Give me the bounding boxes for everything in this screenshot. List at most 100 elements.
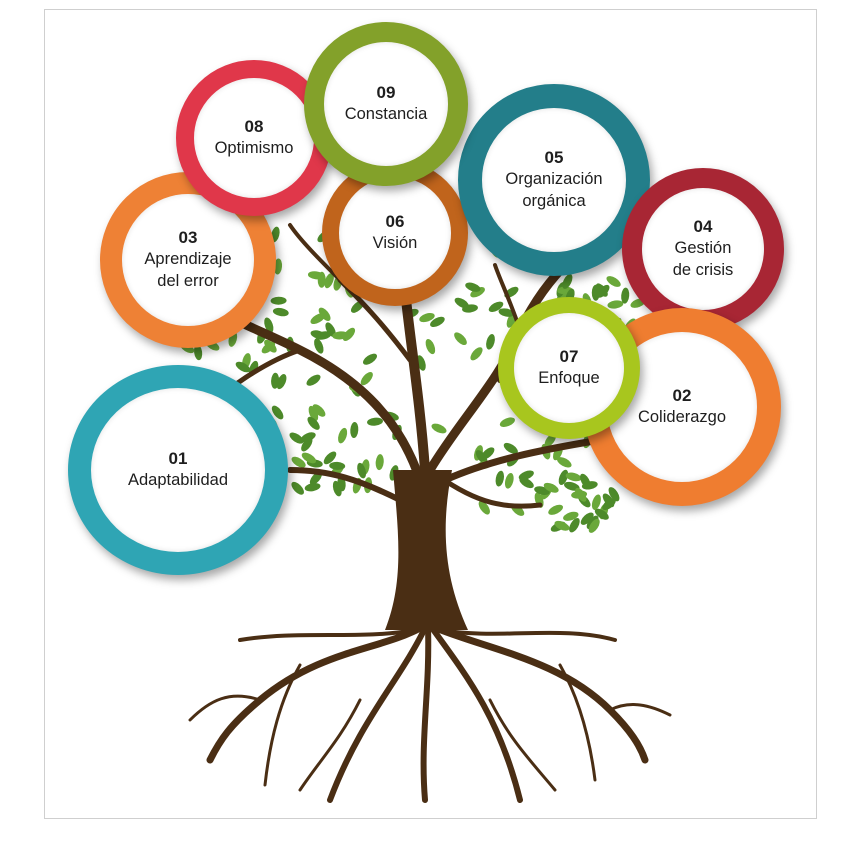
tree-root <box>206 624 424 764</box>
node-number: 08 <box>244 117 264 136</box>
leaf <box>338 427 348 444</box>
leaf <box>264 317 274 333</box>
leaf <box>580 512 594 525</box>
leaf <box>478 500 490 515</box>
leaf <box>325 322 336 337</box>
leaf <box>312 404 326 417</box>
leaf <box>504 472 514 489</box>
node-enfoque: 07 Enfoque <box>498 297 640 439</box>
node-number: 05 <box>544 148 564 167</box>
leaf <box>548 504 563 515</box>
leaf <box>475 450 488 464</box>
node-label: Aprendizaje del error <box>144 250 232 290</box>
node-label: Constancia <box>344 105 428 123</box>
tree-root <box>263 663 302 787</box>
tree-root <box>298 698 362 792</box>
leaf <box>465 282 481 292</box>
leaf <box>431 423 447 434</box>
leaf <box>558 469 569 486</box>
leaf <box>307 271 324 280</box>
tree-root <box>327 625 428 803</box>
node-number: 09 <box>376 83 396 102</box>
leaf <box>454 332 467 346</box>
leaf <box>557 457 572 468</box>
leaf <box>324 272 334 289</box>
leaf <box>565 472 582 482</box>
node-constancia: 09 Constancia <box>304 22 468 186</box>
leaf <box>488 301 504 313</box>
node-label: Organización orgánica <box>505 170 603 210</box>
leaf <box>470 347 483 361</box>
leaf <box>318 307 331 322</box>
leaf <box>425 339 436 355</box>
leaf <box>363 353 377 365</box>
node-number: 01 <box>168 449 188 468</box>
tree-branch <box>441 436 604 484</box>
leaf <box>314 338 324 354</box>
leaf <box>498 308 515 317</box>
leaf <box>367 417 383 426</box>
leaf <box>304 482 321 492</box>
leaf <box>588 518 600 533</box>
leaf <box>607 300 624 309</box>
leaf <box>273 258 283 275</box>
leaf <box>350 422 359 438</box>
leaf <box>307 416 320 430</box>
node-number: 02 <box>672 386 692 405</box>
leaf <box>357 462 367 479</box>
leaf <box>291 481 304 495</box>
node-number: 04 <box>693 217 713 236</box>
tree-roots <box>188 624 672 803</box>
leaf <box>271 405 284 420</box>
leaf <box>562 274 573 289</box>
leaf <box>591 494 601 510</box>
tree-root <box>438 628 617 642</box>
leaf <box>301 452 317 464</box>
leaf <box>499 417 515 427</box>
leaf <box>594 508 609 520</box>
tree-root <box>558 663 597 782</box>
leaf <box>270 296 287 305</box>
leaf <box>264 339 277 353</box>
tree-root <box>432 624 649 764</box>
node-label: Coliderazgo <box>637 408 727 426</box>
leaf <box>289 432 304 444</box>
leaf <box>621 287 630 304</box>
leaf <box>301 437 313 452</box>
node-gestion-de-crisis: 04 Gestión de crisis <box>622 168 784 330</box>
leaf <box>360 372 373 386</box>
leaf <box>608 487 620 502</box>
leaf <box>519 477 534 489</box>
leaf <box>419 313 435 323</box>
tree-trunk <box>385 470 468 630</box>
node-number: 06 <box>385 212 405 231</box>
tree-branch <box>400 285 430 475</box>
node-number: 07 <box>559 347 579 366</box>
tree-root <box>608 703 672 717</box>
tree-root <box>238 628 417 642</box>
leaf <box>462 304 478 313</box>
tree-branch <box>287 467 403 503</box>
leaf <box>554 520 570 531</box>
leaf <box>291 456 306 468</box>
leaf <box>564 481 580 491</box>
leaf <box>310 330 327 340</box>
node-adaptabilidad: 01 Adaptabilidad <box>68 365 288 575</box>
leaf <box>306 374 321 386</box>
leaf <box>329 461 346 470</box>
leaf <box>486 334 495 350</box>
leaf <box>569 517 580 533</box>
leaf <box>571 490 588 499</box>
node-number: 03 <box>178 228 198 247</box>
leaf <box>430 316 445 328</box>
leaf <box>332 331 349 340</box>
leaf <box>193 344 203 361</box>
tree-root <box>429 625 523 803</box>
leaf <box>606 276 621 287</box>
leaf <box>591 284 600 301</box>
leaf <box>503 442 518 454</box>
leaf <box>602 493 615 508</box>
leaf <box>235 361 251 373</box>
node-label: Adaptabilidad <box>128 471 228 489</box>
tree-root <box>420 625 432 803</box>
